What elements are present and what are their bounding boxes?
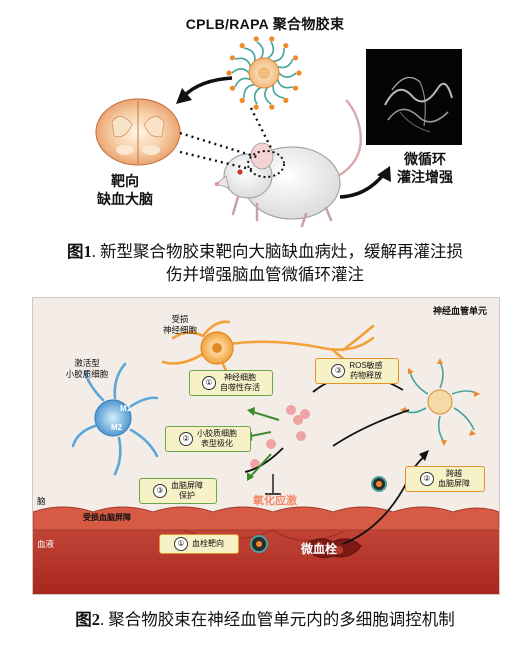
box-number: ①	[202, 376, 216, 390]
micelle-arm-tip	[253, 36, 259, 42]
box-ros-release: ③ ROS敏感药物释放	[315, 358, 399, 384]
box-number: ②	[420, 472, 434, 486]
microcirculation-image	[366, 49, 462, 145]
figure2-panel: 神经血管单元 受损 神经细胞 激活型 小胶质细胞 M1 M2 脑 血液 受损血脑…	[32, 297, 500, 595]
blood-side-label: 血液	[37, 539, 55, 549]
micelle-arm-tip	[292, 55, 299, 61]
box-cross-bbb: ② 跨越血脑屏障	[405, 466, 485, 492]
figure1-title: CPLB/RAPA 聚合物胶束	[185, 16, 345, 32]
neuron-graphic	[161, 320, 375, 392]
micelle-arm-tip	[296, 70, 302, 76]
micelle-arm	[272, 84, 285, 99]
box-text-line: 表型极化	[201, 439, 233, 448]
micelle-arm	[253, 86, 262, 105]
neuron-label-line2: 神经细胞	[162, 325, 197, 335]
figure2-caption-num: 图2	[75, 610, 100, 629]
figure1-caption-line2: 伤并增强脑血管微循环灌注	[166, 265, 364, 284]
micelle-arm-tip	[269, 36, 275, 42]
microglia-label: 激活型 小胶质细胞	[59, 358, 115, 380]
micelle-arm-tip	[229, 55, 236, 61]
micelle-arm	[234, 57, 252, 67]
box-number: ③	[153, 484, 167, 498]
micelle-arm-tip	[226, 70, 232, 76]
micelle-graphic	[226, 36, 302, 110]
figure1-caption-num: 图1	[67, 242, 92, 261]
box-text-line: 血栓靶向	[192, 539, 224, 548]
micelle-arm	[266, 41, 275, 60]
figure1-illustration	[95, 36, 462, 228]
micro-label-line1: 微循环	[404, 151, 446, 167]
brain-side-label: 脑	[37, 496, 46, 506]
micelle-arm	[273, 47, 285, 63]
box-number: ①	[174, 537, 188, 551]
neurovascular-unit-label: 神经血管单元	[432, 306, 487, 316]
box-thrombus-targeting: ① 血栓靶向	[159, 534, 239, 554]
microthrombus-graphic	[302, 538, 362, 559]
box-microglia-polarization: ② 小胶质细胞表型极化	[165, 426, 251, 452]
micelle-arm	[243, 47, 256, 62]
micelle-arm	[231, 68, 250, 74]
figure2-caption: 图2. 聚合物胶束在神经血管单元内的多细胞调控机制	[0, 608, 530, 631]
micelle-arm	[276, 79, 294, 89]
microglia-label-line2: 小胶质细胞	[65, 369, 109, 379]
micelle-arm	[264, 87, 272, 105]
microglia-label-line1: 激活型	[74, 358, 100, 368]
micelle-arm	[256, 41, 264, 59]
box-text-line: 自噬性存活	[220, 383, 260, 392]
brain-slice-graphic	[95, 98, 181, 166]
box-text-line: 药物释放	[350, 371, 382, 380]
micro-label: 微循环 灌注增强	[385, 150, 465, 186]
micelle-arm-tip	[283, 97, 289, 103]
figure1-caption-line1: . 新型聚合物胶束靶向大脑缺血病灶，缓解再灌注损	[91, 242, 463, 261]
box-neuron-autophagy: ① 神经细胞自噬性存活	[189, 370, 273, 396]
box-text-line: 神经细胞	[224, 373, 256, 382]
figure1-caption: 图1. 新型聚合物胶束靶向大脑缺血病灶，缓解再灌注损 伤并增强脑血管微循环灌注	[0, 240, 530, 286]
brain-label-line2: 缺血大脑	[97, 191, 153, 207]
micelle-arm-tip	[239, 97, 245, 103]
damaged-bbb-label: 受损血脑屏障	[83, 513, 131, 522]
micelle-arm	[277, 58, 294, 69]
micelle-arm-tip	[253, 104, 259, 110]
box-number: ③	[331, 364, 346, 378]
brain-label: 靶向 缺血大脑	[90, 172, 160, 208]
box-text-line: ROS敏感	[349, 361, 383, 370]
micro-label-line2: 灌注增强	[397, 169, 453, 185]
micelle-arm	[278, 72, 297, 78]
mouse-graphic	[214, 99, 362, 228]
micelle-arm-tip	[269, 104, 275, 110]
microglia-graphic	[71, 362, 159, 476]
arrow-micelle-to-brain	[182, 76, 233, 98]
box-text-line: 保护	[179, 491, 195, 500]
micelle-arm-tip	[283, 43, 289, 49]
micelle-arm	[243, 83, 255, 99]
micelle-arm-tip	[239, 43, 245, 49]
box-text-line: 血脑屏障	[438, 479, 470, 488]
micelle-graphic-right	[400, 358, 480, 446]
figure2-illustration	[33, 320, 499, 594]
m2-label: M2	[111, 423, 123, 432]
figure2-caption-text: . 聚合物胶束在神经血管单元内的多细胞调控机制	[100, 610, 455, 629]
oxidative-stress-label: 氧化应激	[253, 495, 297, 507]
box-text-line: 跨越	[446, 469, 462, 478]
micelle-arm-tip	[292, 85, 299, 91]
box-text-line: 血脑屏障	[171, 481, 203, 490]
micelle-arm-tip	[229, 85, 236, 91]
arrow-mouse-to-microcirculation	[339, 172, 386, 199]
box-bbb-protection: ③ 血脑屏障保护	[139, 478, 217, 504]
neuron-label: 受损 神经细胞	[155, 314, 205, 336]
box-number: ②	[179, 432, 193, 446]
micelle-arm	[234, 77, 251, 88]
box-text-line: 小胶质细胞	[197, 429, 237, 438]
microthrombus-label: 微血栓	[301, 542, 338, 556]
m1-label: M1	[120, 404, 132, 413]
neuron-label-line1: 受损	[171, 314, 189, 324]
brain-label-line1: 靶向	[111, 173, 139, 189]
